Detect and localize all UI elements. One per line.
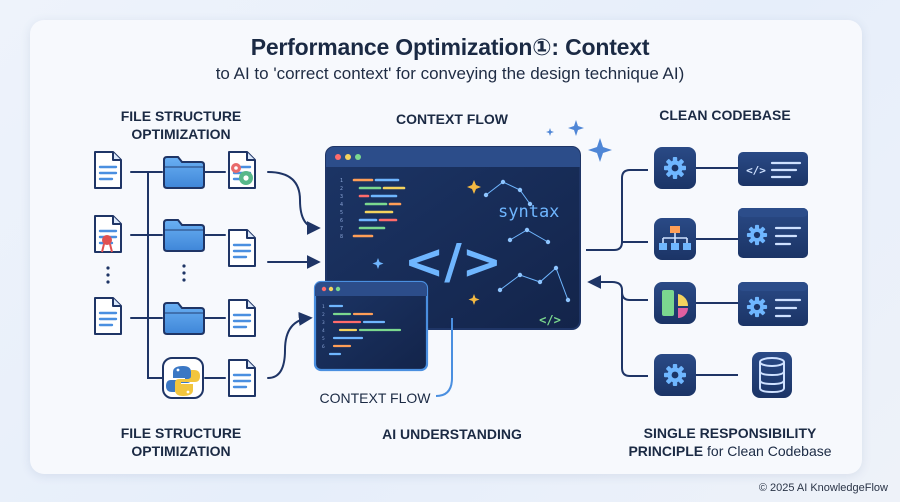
folder-icon: [163, 219, 205, 252]
python-icon: [162, 357, 204, 399]
svg-text:6: 6: [340, 218, 343, 224]
chart-icon: [654, 282, 696, 324]
svg-text:3: 3: [322, 320, 325, 326]
sparkle-icon: [467, 180, 481, 194]
svg-text:2: 2: [340, 186, 343, 192]
svg-text:1: 1: [322, 304, 325, 310]
label-srp: SINGLE RESPONSIBILITY PRINCIPLE for Clea…: [585, 424, 875, 460]
svg-text:4: 4: [340, 202, 343, 208]
sparkle-icon: [372, 258, 384, 269]
code-lines: [352, 178, 406, 238]
label-file-structure-top: FILE STRUCTURE OPTIMIZATION: [120, 108, 242, 142]
tag-symbol: </>: [746, 164, 766, 177]
label-clean-codebase: CLEAN CODEBASE: [659, 107, 791, 123]
label-srp-line2: PRINCIPLE for Clean Codebase: [585, 442, 875, 460]
svg-text:5: 5: [340, 210, 343, 216]
right-right-column: </>: [738, 152, 808, 398]
label-ai-understanding: AI UNDERSTANDING: [382, 426, 522, 442]
label-srp-title: SINGLE RESPONSIBILITY: [643, 425, 817, 441]
folder-column: [162, 156, 205, 399]
svg-text:8: 8: [340, 234, 343, 240]
label-context-flow-bottom: CONTEXT FLOW: [319, 390, 431, 406]
mini-code-symbol: </>: [539, 313, 561, 327]
document-icon: [227, 228, 257, 268]
folder-icon: [163, 156, 205, 189]
svg-text:5: 5: [322, 336, 325, 342]
diagram-subtitle: to AI to 'correct context' for conveying…: [215, 64, 685, 83]
document-icon: [93, 150, 123, 190]
document-icon: [227, 298, 257, 338]
diagram-title: Performance Optimization①: Context: [250, 34, 650, 60]
copyright-footer: © 2025 AI KnowledgeFlow: [758, 482, 888, 494]
hierarchy-icon: [654, 218, 696, 260]
code-symbol: </>: [404, 234, 502, 290]
right-connector-bottom: [621, 292, 648, 377]
svg-text:3: 3: [340, 194, 343, 200]
file-column: [93, 150, 123, 336]
database-icon: [752, 352, 792, 398]
svg-text:7: 7: [340, 226, 343, 232]
svg-text:4: 4: [322, 328, 325, 334]
left-connectors: [130, 171, 321, 379]
ellipsis-dots: [182, 264, 186, 282]
context-flow-connector: [435, 318, 453, 397]
gear-window-icon: [738, 208, 808, 258]
label-srp-principle: PRINCIPLE: [628, 443, 704, 459]
output-column: [227, 150, 257, 398]
label-srp-rest: for Clean Codebase: [703, 443, 832, 459]
right-connector-return: [587, 275, 648, 301]
network-nodes: [483, 179, 571, 303]
svg-text:1: 1: [340, 178, 343, 184]
syntax-label: syntax: [498, 202, 559, 222]
certificate-document-icon: [93, 214, 123, 254]
gear-document-icon: [227, 150, 257, 190]
gear-icon: [654, 147, 696, 189]
svg-text:6: 6: [322, 344, 325, 350]
line-numbers: 1 2 3 4 5 6 7 8: [340, 178, 343, 240]
right-connector-top: [586, 169, 648, 251]
sparkle-icon: [588, 138, 612, 162]
label-file-structure-bottom: FILE STRUCTURE OPTIMIZATION: [120, 425, 242, 459]
sparkle-icon: [568, 120, 584, 136]
label-context-flow-top: CONTEXT FLOW: [396, 111, 508, 127]
right-left-column: [654, 147, 696, 396]
ellipsis-dots: [106, 266, 110, 284]
sparkle-icon: [546, 128, 554, 136]
document-icon: [93, 296, 123, 336]
gear-window-icon: [738, 282, 808, 326]
gear-icon: [654, 354, 696, 396]
right-inner-connectors: [696, 167, 738, 376]
folder-icon: [163, 302, 205, 335]
document-icon: [227, 358, 257, 398]
code-window-icon: </>: [738, 152, 808, 186]
small-code-screen: 1 2 3 4 5 6: [313, 280, 429, 372]
svg-text:2: 2: [322, 312, 325, 318]
sparkle-icon: [468, 294, 480, 305]
